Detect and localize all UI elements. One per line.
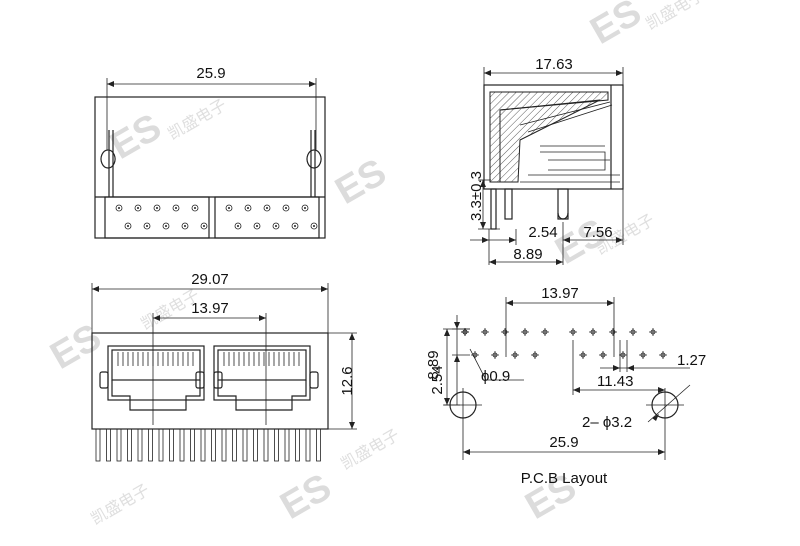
front-view: 29.07 13.97 12.6 xyxy=(91,271,357,462)
front-led-right xyxy=(309,371,319,389)
front-body xyxy=(91,332,329,430)
top-contact-block-right xyxy=(214,196,320,239)
side-peg xyxy=(557,188,569,220)
front-port-right xyxy=(213,345,311,411)
watermark-logo-5: ES xyxy=(44,316,109,378)
pcb-pin-holes xyxy=(461,328,667,359)
pcb-hole-dia-label: ϕ0.9 xyxy=(481,368,510,385)
side-pin-total-label: 8.89 xyxy=(513,246,542,263)
pcb-mount-span-label: 25.9 xyxy=(549,434,578,451)
left-latch xyxy=(100,149,116,169)
top-view: 25.9 xyxy=(94,65,326,239)
watermark-logo-1: ES xyxy=(584,0,649,53)
pcb-offset-label: 11.43 xyxy=(597,373,633,390)
front-pins xyxy=(95,428,321,462)
side-body xyxy=(483,84,624,190)
pcb-title: P.C.B Layout xyxy=(521,470,608,487)
front-width-label: 29.07 xyxy=(191,271,229,288)
top-contact-dots xyxy=(115,204,318,230)
top-body xyxy=(94,96,326,239)
watermark-logo-3: ES xyxy=(329,151,394,213)
top-contact-block-left xyxy=(104,196,210,239)
front-port-left xyxy=(107,345,205,411)
front-height-label: 12.6 xyxy=(339,366,356,395)
side-pin1-label: 2.54 xyxy=(528,224,557,241)
pcb-mount-hole-label: 2– ϕ3.2 xyxy=(582,414,632,431)
side-depth-label: 17.63 xyxy=(535,56,573,73)
watermark-cn-1: 凯盛电子 xyxy=(643,0,708,33)
pcb-layout: 13.97 25.9 2– ϕ3.2 8.89 2.54 ϕ0.9 xyxy=(425,285,706,487)
right-latch xyxy=(306,149,322,169)
front-led-left xyxy=(99,371,109,389)
front-led-mid-right xyxy=(213,371,223,389)
top-width-label: 25.9 xyxy=(196,65,225,82)
watermark-cn-7: 凯盛电子 xyxy=(88,480,153,528)
side-height-label: 3.3±0.3 xyxy=(468,171,485,221)
front-led-mid-left xyxy=(195,371,205,389)
pcb-pin-pitch-label: 1.27 xyxy=(677,352,706,369)
watermark-cn-6: 凯盛电子 xyxy=(338,425,403,473)
pcb-row-pitch-label: 2.54 xyxy=(429,365,446,394)
side-pin2-label: 7.56 xyxy=(583,224,612,241)
pcb-row-offset-label: 8.89 xyxy=(425,350,442,379)
watermark-group: ES 凯盛电子 ES 凯盛电子 ES 凯盛电子 ES ES 凯盛电子 ES 凯盛… xyxy=(44,0,708,528)
watermark-logo-6: ES xyxy=(274,466,339,528)
watermark-cn-2: 凯盛电子 xyxy=(165,95,230,143)
pcb-pitch-label: 13.97 xyxy=(541,285,579,302)
side-view: 17.63 3.3±0.3 xyxy=(468,56,624,265)
front-pitch-label: 13.97 xyxy=(191,300,229,317)
